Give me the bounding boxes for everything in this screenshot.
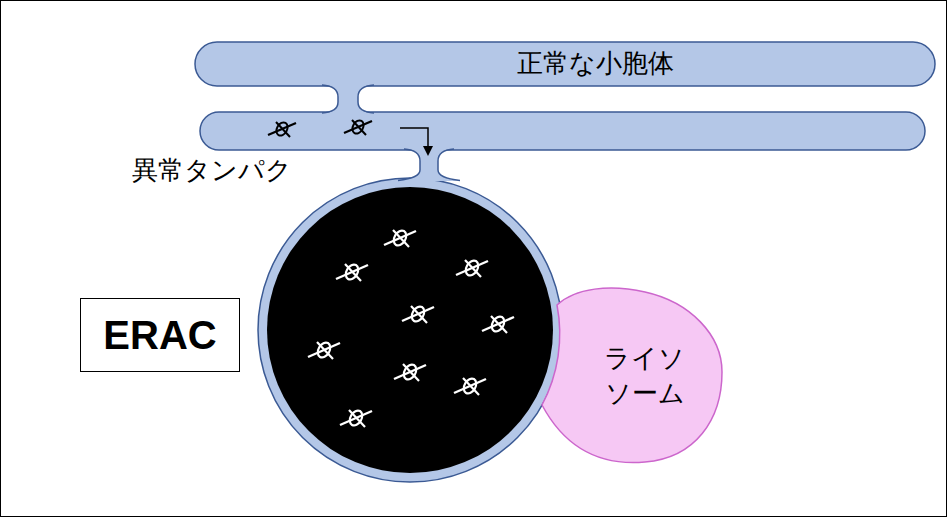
lysosome-outline xyxy=(542,288,722,463)
lysosome-node: ライソ ソーム xyxy=(540,285,725,467)
abnormal-protein-er xyxy=(268,118,372,137)
node-text: ERAC xyxy=(103,308,216,362)
node-text: 正常な小胞体 xyxy=(517,46,674,81)
er-node: 正常な小胞体 xyxy=(430,44,760,84)
node-text: ライソ ソーム xyxy=(595,341,695,411)
erac-box: ERAC xyxy=(80,298,240,372)
flow-arrow xyxy=(400,128,433,156)
lysosome-shape xyxy=(540,285,725,467)
er-tubes xyxy=(195,42,935,482)
abnormal-protein-erac xyxy=(308,228,514,427)
erac-core xyxy=(267,187,553,473)
er-stem xyxy=(322,84,374,114)
protein-label: 異常タンパク xyxy=(132,153,292,188)
